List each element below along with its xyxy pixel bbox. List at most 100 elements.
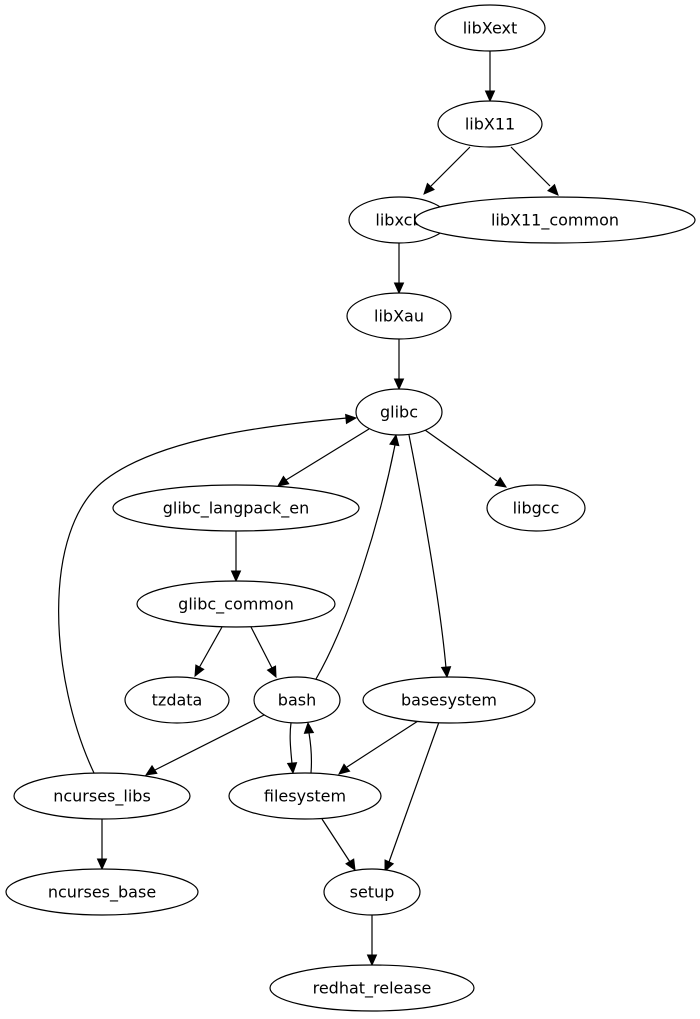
node-label: ncurses_libs: [53, 787, 151, 807]
node-label: glibc_common: [178, 595, 294, 615]
edge-glibc_common-to-tzdata: [194, 626, 223, 678]
node-label: bash: [278, 691, 316, 710]
node-shape: [136, 580, 336, 628]
node-libgcc[interactable]: libgcc: [486, 484, 586, 532]
node-libX11-common[interactable]: libX11_common: [414, 196, 696, 244]
arrowhead-icon: [393, 378, 405, 391]
node-label: basesystem: [401, 691, 497, 710]
node-setup[interactable]: setup: [323, 868, 421, 916]
node-glibc-langpack-en[interactable]: glibc_langpack_en: [112, 484, 360, 532]
node-shape: [437, 100, 543, 148]
node-shape: [486, 484, 586, 532]
arrowhead-icon: [484, 90, 496, 103]
node-label: tzdata: [152, 691, 203, 710]
node-filesystem[interactable]: filesystem: [228, 772, 382, 820]
edge-libxcb-to-libXau: [393, 243, 405, 295]
edge-glibc-to-basesystem: [408, 434, 452, 679]
arrowhead-icon: [366, 954, 378, 967]
arrowhead-icon: [423, 182, 435, 195]
arrowhead-icon: [266, 665, 277, 679]
arrowhead-icon: [303, 721, 315, 734]
edge-glibc-to-libgcc: [424, 429, 508, 488]
edge-line: [321, 818, 351, 863]
edge-line: [250, 626, 273, 669]
arrowhead-icon: [547, 183, 559, 196]
arrowhead-icon: [194, 664, 205, 678]
arrowhead-icon: [345, 413, 358, 425]
edge-line: [58, 417, 348, 774]
node-shape: [269, 964, 475, 1012]
node-shape: [112, 484, 360, 532]
node-label: libX11_common: [491, 211, 619, 231]
edge-line: [430, 146, 471, 187]
edge-line: [285, 428, 370, 481]
edge-bash-to-glibc: [315, 433, 400, 680]
edge-libXext-to-libX11: [484, 51, 496, 103]
node-label: libxcb: [375, 211, 422, 230]
arrowhead-icon: [286, 762, 298, 775]
node-redhat-release[interactable]: redhat_release: [269, 964, 475, 1012]
arrowhead-icon: [144, 764, 158, 776]
edge-bash-to-ncurses_libs: [144, 714, 265, 776]
node-libXau[interactable]: libXau: [346, 292, 452, 340]
node-shape: [323, 868, 421, 916]
arrowhead-icon: [389, 433, 400, 447]
node-glibc-common[interactable]: glibc_common: [136, 580, 336, 628]
node-glibc[interactable]: glibc: [355, 388, 443, 436]
edges-layer: [58, 51, 559, 967]
arrowhead-icon: [277, 475, 290, 487]
node-label: setup: [350, 883, 395, 902]
node-ncurses-libs[interactable]: ncurses_libs: [13, 772, 191, 820]
node-libX11[interactable]: libX11: [437, 100, 543, 148]
edge-line: [510, 146, 551, 187]
arrowhead-icon: [345, 858, 356, 872]
edge-line: [289, 722, 293, 765]
node-bash[interactable]: bash: [253, 676, 341, 724]
node-shape: [5, 868, 199, 916]
node-shape: [228, 772, 382, 820]
edge-line: [198, 626, 223, 669]
node-label: glibc_langpack_en: [163, 499, 310, 519]
node-label: libgcc: [513, 499, 560, 518]
node-libxcb[interactable]: libxcb: [348, 196, 450, 244]
edge-bash-to-filesystem: [286, 722, 298, 775]
edge-libX11-to-libxcb: [423, 146, 471, 195]
node-shape: [13, 772, 191, 820]
node-shape: [434, 4, 546, 52]
edge-glibc_langpack_en-to-glibc_common: [230, 531, 242, 583]
edge-line: [315, 444, 396, 680]
edge-ncurses_libs-to-ncurses_base: [96, 819, 108, 871]
edge-line: [346, 720, 419, 768]
node-tzdata[interactable]: tzdata: [124, 676, 230, 724]
edge-setup-to-redhat_release: [366, 915, 378, 967]
node-libXext[interactable]: libXext: [434, 4, 546, 52]
edge-line: [408, 434, 447, 669]
node-shape: [346, 292, 452, 340]
edge-filesystem-to-setup: [321, 818, 356, 872]
arrowhead-icon: [96, 858, 108, 871]
edge-basesystem-to-filesystem: [338, 720, 419, 775]
node-shape: [355, 388, 443, 436]
arrowhead-icon: [393, 282, 405, 295]
node-shape: [124, 676, 230, 724]
node-shape: [362, 676, 536, 724]
edge-line: [154, 714, 265, 771]
node-label: ncurses_base: [48, 883, 156, 903]
edge-line: [424, 429, 498, 482]
node-shape: [253, 676, 341, 724]
node-label: libXext: [463, 19, 518, 38]
arrowhead-icon: [338, 763, 351, 775]
node-ncurses-base[interactable]: ncurses_base: [5, 868, 199, 916]
node-label: glibc: [380, 403, 418, 422]
node-label: libX11: [465, 115, 515, 134]
arrowhead-icon: [440, 666, 452, 679]
edge-ncurses_libs-to-glibc: [58, 413, 358, 774]
arrowhead-icon: [230, 570, 242, 583]
node-basesystem[interactable]: basesystem: [362, 676, 536, 724]
edge-filesystem-to-bash: [303, 721, 315, 774]
edge-glibc_common-to-bash: [250, 626, 277, 679]
nodes-layer: libXext libX11 libxcb libX11_common libXau gl…: [5, 4, 696, 1012]
edge-line: [308, 732, 312, 774]
node-shape: [414, 196, 696, 244]
edge-line: [388, 721, 440, 863]
